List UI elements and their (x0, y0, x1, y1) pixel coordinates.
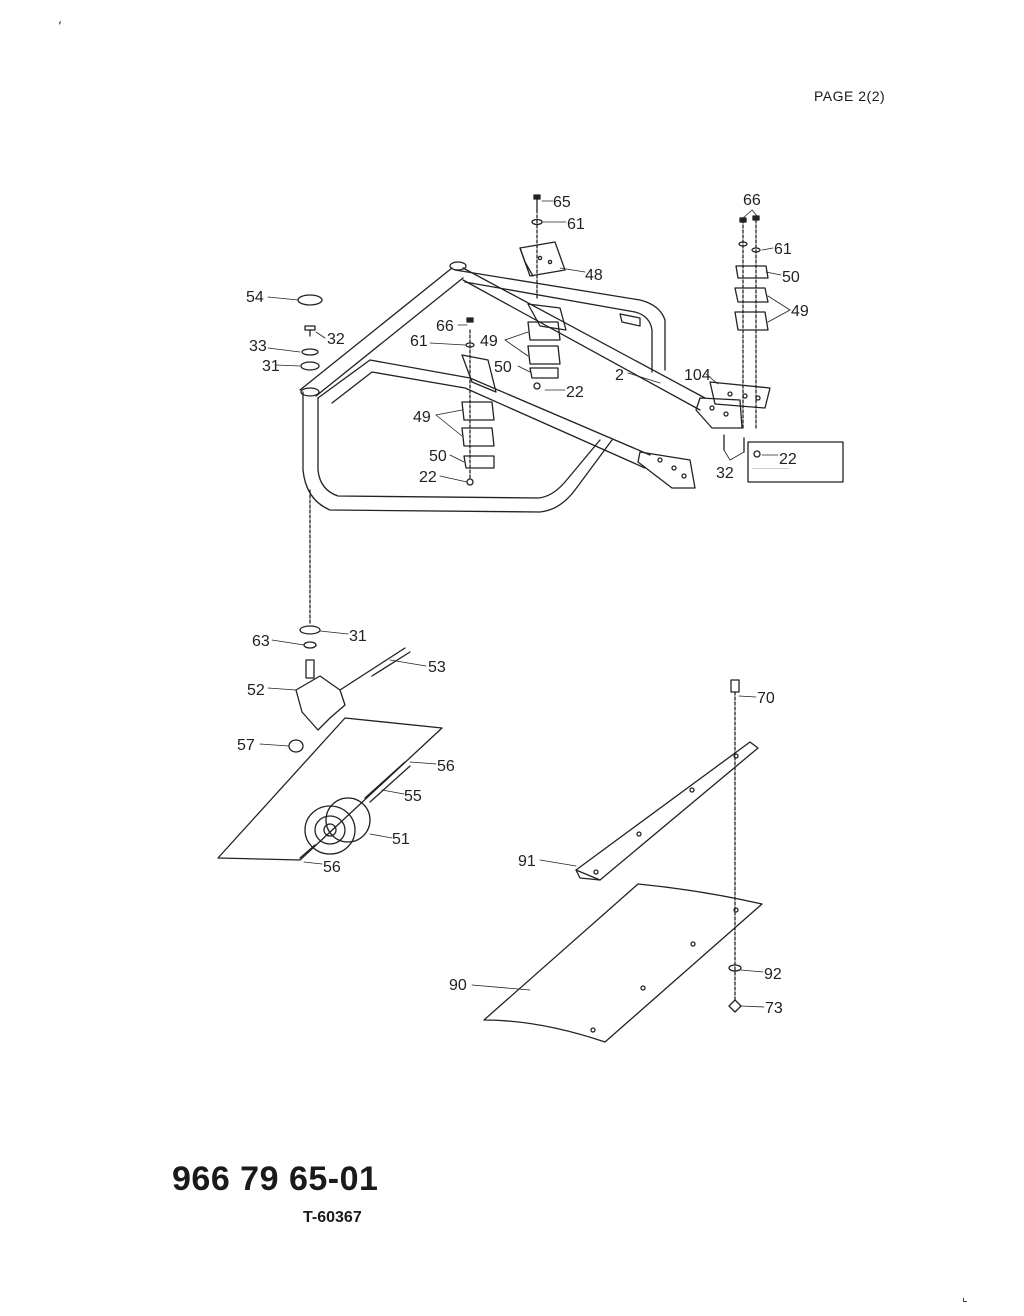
callout-73: 73 (765, 1000, 783, 1017)
scraper-assembly (483, 679, 763, 1043)
callout-51: 51 (392, 831, 410, 848)
callout-50: 50 (429, 448, 447, 465)
callout-54: 54 (246, 289, 264, 306)
page-label: PAGE 2(2) (814, 88, 886, 104)
corner-mark-bottom-right: ⌞ (962, 1290, 968, 1304)
callout-22: 22 (566, 384, 584, 401)
callout-56: 56 (323, 859, 341, 876)
callout-32: 32 (327, 331, 345, 348)
caster-assembly (217, 489, 443, 861)
callout-66: 66 (436, 318, 454, 335)
leader-lines (259, 200, 791, 1008)
top-right-hardware (709, 215, 844, 483)
callout-61: 61 (567, 216, 585, 233)
middle-hardware (461, 317, 561, 486)
callout-52: 52 (247, 682, 265, 699)
callout-63: 63 (252, 633, 270, 650)
callout-61: 61 (774, 241, 792, 258)
callout-55: 55 (404, 788, 422, 805)
part-number: 966 79 65-01 (172, 1160, 379, 1198)
frame-assembly (299, 261, 743, 513)
callout-32: 32 (716, 465, 734, 482)
callout-92: 92 (764, 966, 782, 983)
callout-104: 104 (684, 367, 711, 384)
callout-91: 91 (518, 853, 536, 870)
post-hardware-top (297, 294, 323, 371)
callout-48: 48 (585, 267, 603, 284)
callout-22: 22 (779, 451, 797, 468)
frame-note: ~~~~~~~~~~~~~~~~ (752, 466, 790, 471)
callout-31: 31 (262, 358, 280, 375)
callout-66: 66 (743, 192, 761, 209)
callout-49: 49 (791, 303, 809, 320)
callout-2: 2 (615, 367, 624, 384)
callout-57: 57 (237, 737, 255, 754)
callout-53: 53 (428, 659, 446, 676)
callout-56: 56 (437, 758, 455, 775)
corner-mark-top-left: ‚ (58, 12, 62, 26)
callout-50: 50 (782, 269, 800, 286)
callout-70: 70 (757, 690, 775, 707)
drawing-reference: T-60367 (303, 1209, 362, 1226)
callout-65: 65 (553, 194, 571, 211)
top-center-hardware (519, 194, 566, 301)
callout-61: 61 (410, 333, 428, 350)
callout-49: 49 (480, 333, 498, 350)
callout-31: 31 (349, 628, 367, 645)
callout-90: 90 (449, 977, 467, 994)
callout-33: 33 (249, 338, 267, 355)
callout-49: 49 (413, 409, 431, 426)
callout-50: 50 (494, 359, 512, 376)
callout-22: 22 (419, 469, 437, 486)
